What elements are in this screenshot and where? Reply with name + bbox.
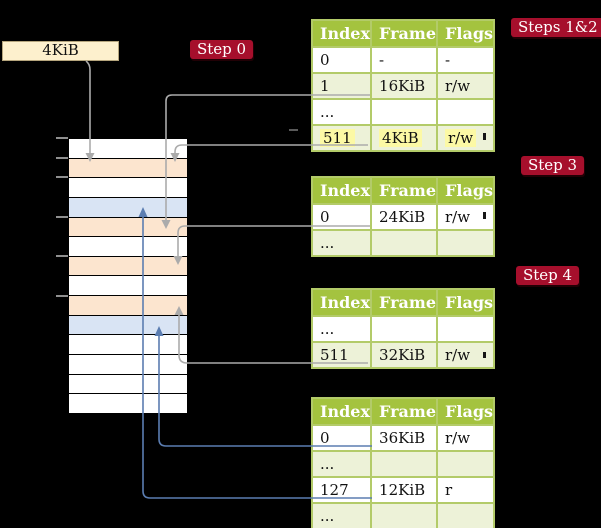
col-header-frame: Frame [370,288,439,317]
col-header-index: Index [310,176,373,205]
table-header-row: Index Frame Flags [310,288,496,317]
page-size-label: 4KiB [42,41,79,59]
memory-tick [56,215,68,218]
table-row: 0 - - [310,46,496,74]
memory-frame-row-52kib [69,394,187,413]
cell-frame: - [370,46,439,74]
cell-flags [436,450,496,478]
cell-flags: r/w [436,424,496,452]
cell-frame: 36KiB [370,424,439,452]
cell-flags: r/w [436,124,496,152]
physical-memory-column [68,138,188,414]
highlight-mark: 4KiB [379,129,422,147]
cell-flags [436,315,496,343]
col-header-flags: Flags [436,288,496,317]
col-header-frame: Frame [370,176,439,205]
memory-frame-row-40kib [69,335,187,356]
table-row: 0 24KiB r/w [310,203,496,231]
cell-index: 0 [310,46,373,74]
memory-frame-row-8kib [69,178,187,198]
col-header-index: Index [310,397,373,426]
cell-frame [370,229,439,257]
cell-index: 0 [310,424,373,452]
memory-tick [56,137,68,139]
table-row: 127 12KiB r [310,476,496,504]
cell-frame: 24KiB [370,203,439,231]
col-header-flags: Flags [436,397,496,426]
highlight-mark: 511 [320,129,355,147]
badge-step-4: Step 4 [516,266,580,285]
memory-frame-row-12kib [69,197,187,218]
memory-tick [56,156,68,159]
col-header-flags: Flags [436,19,496,48]
col-header-frame: Frame [370,397,439,426]
cell-flags: r [436,476,496,504]
table-header-row: Index Frame Flags [310,176,496,205]
page-table-level-4: Index Frame Flags 0 36KiB r/w ... 127 12… [310,397,496,528]
table-row: ... [310,502,496,528]
memory-frame-row-36kib [69,315,187,336]
cell-index: ... [310,229,373,257]
table-row: ... [310,315,496,343]
cell-flags: - [436,46,496,74]
cell-index: 0 [310,203,373,231]
memory-frame-row-16kib [69,217,187,238]
table-row: 0 36KiB r/w [310,424,496,452]
badge-step-3: Step 3 [521,156,585,175]
badge-step-0: Step 0 [190,40,254,59]
cell-flags [436,502,496,528]
memory-frame-row-4kib [69,158,187,179]
cell-index: ... [310,450,373,478]
table-header-row: Index Frame Flags [310,19,496,48]
col-header-flags: Flags [436,176,496,205]
cell-frame: 32KiB [370,341,439,369]
cell-frame: 16KiB [370,72,439,100]
table-row: ... [310,229,496,257]
memory-frame-row-28kib [69,276,187,297]
page-table-level-top: Index Frame Flags 0 - - 1 16KiB r/w ... … [310,19,496,152]
cell-index: ... [310,315,373,343]
highlight-mark: r/w [445,129,477,147]
cell-frame: 12KiB [370,476,439,504]
cell-flags: r/w [436,203,496,231]
badge-steps-1-2: Steps 1&2 [511,18,601,37]
col-header-index: Index [310,288,373,317]
memory-frame-row-20kib [69,237,187,257]
memory-frame-row-24kib [69,256,187,277]
cell-index: 511 [310,341,373,369]
cell-index: 511 [310,124,373,152]
table-row-highlighted: 511 4KiB r/w [310,124,496,152]
cell-flags: r/w [436,341,496,369]
cell-flags: r/w [436,72,496,100]
cell-frame [370,98,439,126]
memory-tick [56,294,68,297]
cell-frame [370,502,439,528]
table-row: 1 16KiB r/w [310,72,496,100]
table-row: ... [310,98,496,126]
memory-frame-row-44kib [69,355,187,375]
memory-frame-row-0kib [69,139,187,159]
cell-index: 1 [310,72,373,100]
cell-frame [370,450,439,478]
cell-index: ... [310,98,373,126]
cell-index: ... [310,502,373,528]
cell-index: 127 [310,476,373,504]
cell-frame: 4KiB [370,124,439,152]
col-header-frame: Frame [370,19,439,48]
page-table-level-2: Index Frame Flags 0 24KiB r/w ... [310,176,496,257]
cell-frame [370,315,439,343]
table-row: ... [310,450,496,478]
col-header-index: Index [310,19,373,48]
page-size-box: 4KiB [2,41,119,61]
memory-frame-row-48kib [69,374,187,395]
table-header-row: Index Frame Flags [310,397,496,426]
page-table-level-3: Index Frame Flags ... 511 32KiB r/w [310,288,496,369]
memory-tick [56,255,68,258]
memory-frame-row-32kib [69,296,187,316]
memory-tick [56,176,68,179]
cell-flags [436,229,496,257]
cell-flags [436,98,496,126]
table-row: 511 32KiB r/w [310,341,496,369]
